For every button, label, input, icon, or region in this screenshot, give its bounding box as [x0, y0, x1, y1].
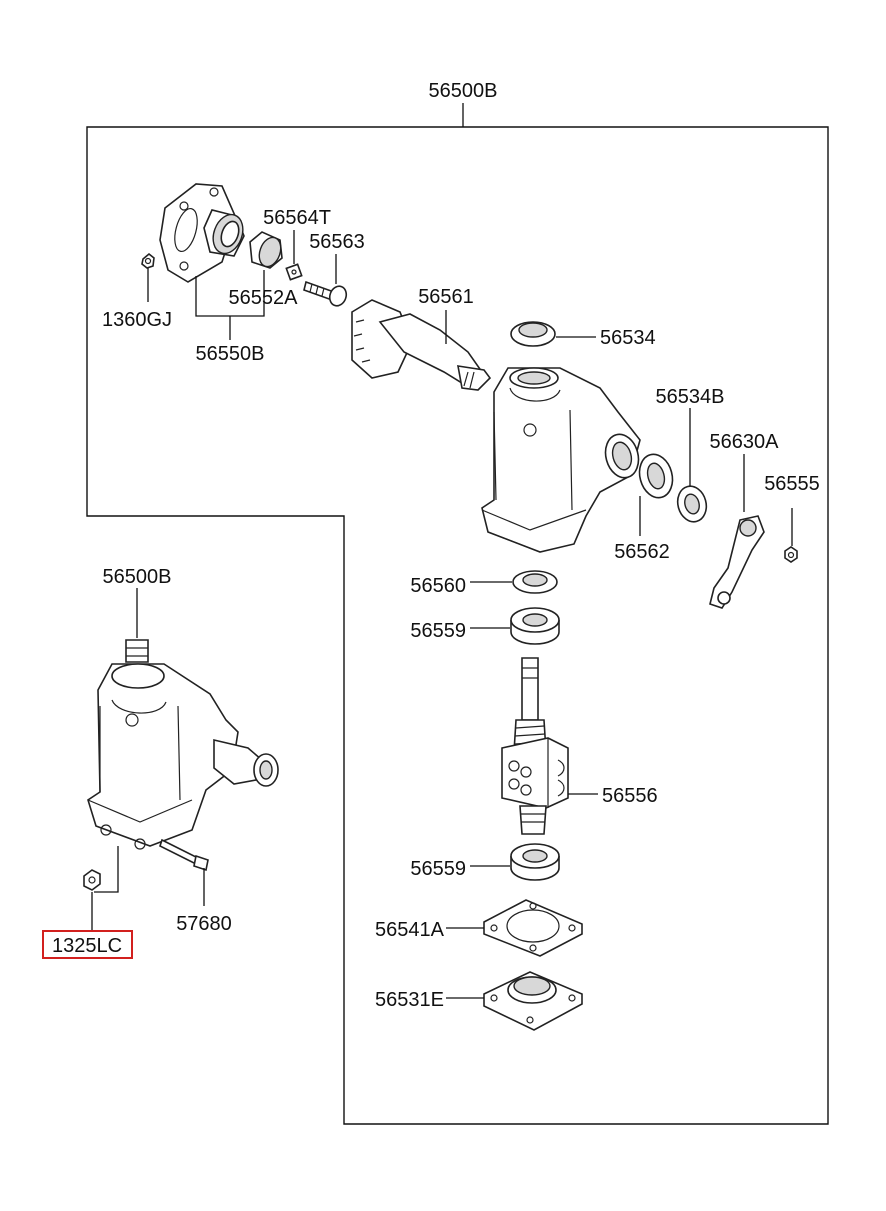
label-56552a[interactable]: 56552A [229, 287, 299, 309]
label-56534b[interactable]: 56534B [656, 386, 725, 408]
assembled-gearbox-part[interactable] [87, 639, 279, 850]
assembly-frame [86, 126, 829, 1125]
nut-56555-part[interactable] [784, 546, 798, 563]
bearing-56559-top-part[interactable] [510, 607, 560, 645]
cap-part[interactable] [510, 321, 556, 347]
gear-housing-part[interactable] [481, 367, 643, 553]
pitman-arm-part[interactable] [709, 515, 765, 609]
label-56500b-inset[interactable]: 56500B [103, 566, 172, 588]
washer-56534b-part[interactable] [674, 483, 710, 525]
label-56555[interactable]: 56555 [764, 473, 820, 495]
bushing-part[interactable] [249, 231, 285, 270]
highlight-box-1325lc [42, 930, 133, 959]
label-56534[interactable]: 56534 [600, 327, 656, 349]
label-1325lc[interactable]: 1325LC [52, 935, 122, 957]
bolt-57680-part[interactable] [159, 838, 209, 872]
worm-shaft-ball-nut-part[interactable] [501, 657, 569, 835]
label-56562[interactable]: 56562 [614, 541, 670, 563]
lock-plate-part[interactable] [285, 263, 303, 281]
label-56559-bottom[interactable]: 56559 [410, 858, 466, 880]
flange-cover-part[interactable] [159, 183, 248, 283]
bearing-56560-part[interactable] [512, 570, 558, 594]
bearing-56559-bottom-part[interactable] [510, 843, 560, 881]
label-56541a[interactable]: 56541A [375, 919, 445, 941]
sector-shaft-part[interactable] [351, 299, 492, 391]
gasket-part[interactable] [483, 899, 583, 957]
label-56559-top[interactable]: 56559 [410, 620, 466, 642]
end-cover-part[interactable] [483, 971, 583, 1031]
label-56550b[interactable]: 56550B [196, 343, 265, 365]
leader-lines [91, 230, 793, 999]
label-57680[interactable]: 57680 [176, 913, 232, 935]
label-56563[interactable]: 56563 [309, 231, 365, 253]
label-56561[interactable]: 56561 [418, 286, 474, 308]
adjust-screw-part[interactable] [303, 280, 349, 308]
label-56564t[interactable]: 56564T [263, 207, 331, 229]
oil-seal-part[interactable] [635, 451, 677, 502]
label-56556[interactable]: 56556 [602, 785, 658, 807]
label-56531e[interactable]: 56531E [375, 989, 444, 1011]
assembly-label[interactable]: 56500B [429, 80, 498, 102]
label-1360gj[interactable]: 1360GJ [102, 309, 172, 331]
nut-1325lc-part[interactable] [83, 869, 101, 891]
nut-1360gj-part[interactable] [141, 252, 155, 269]
label-56630a[interactable]: 56630A [710, 431, 780, 453]
label-56560[interactable]: 56560 [410, 575, 466, 597]
